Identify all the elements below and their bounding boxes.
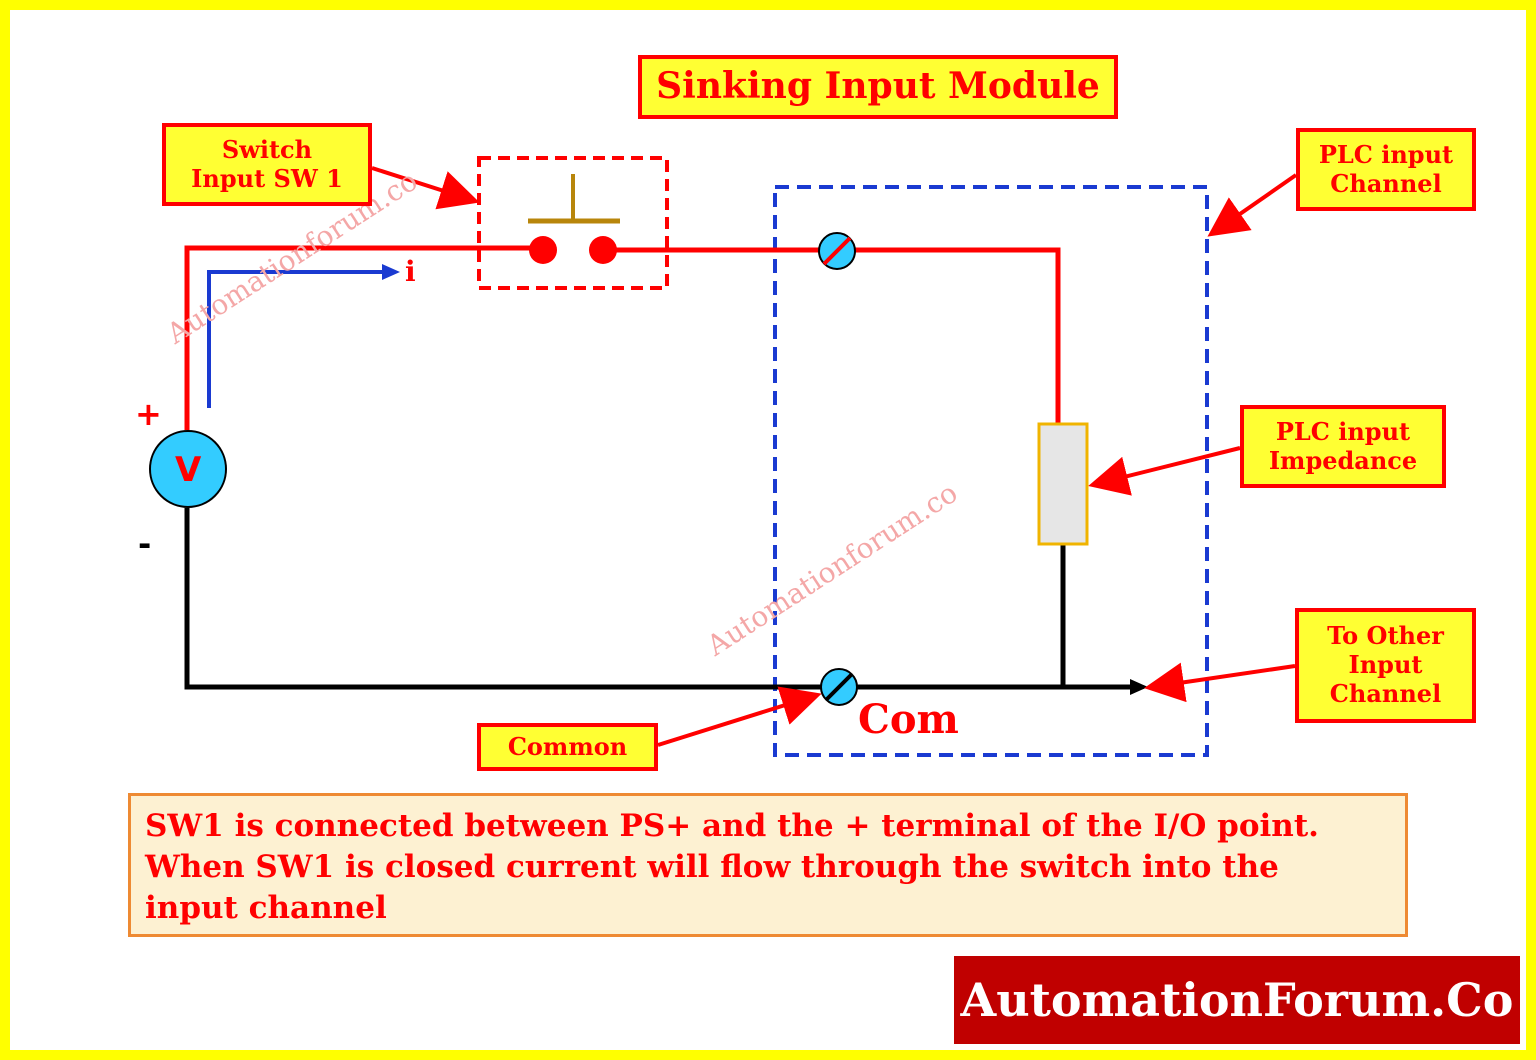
voltage-label: V [175, 450, 202, 490]
negative-wire [184, 508, 1063, 690]
note-line: When SW1 is closed current will flow thr… [145, 849, 1279, 885]
channel-label-line: PLC input [1318, 139, 1454, 169]
positive-wire-to-impedance [855, 247, 1061, 424]
switch-callout-arrow [371, 166, 480, 210]
other-input-channel-label: To Other Input Channel [1295, 608, 1476, 723]
input-impedance [1037, 422, 1089, 546]
switch-contact-left [529, 236, 557, 264]
input-terminal-slot [822, 236, 852, 266]
note-line: SW1 is connected between PS+ and the + t… [145, 808, 1319, 844]
com-label: Com [858, 696, 959, 743]
channel-callout-arrow [1207, 173, 1298, 237]
negative-sign: - [138, 525, 152, 563]
brand-logo: AutomationForum.Co [954, 956, 1520, 1044]
other-label-line: Channel [1329, 678, 1442, 708]
explanation-note: SW1 is connected between PS+ and the + t… [128, 793, 1408, 937]
plc-input-impedance-label: PLC input Impedance [1240, 405, 1446, 488]
other-label-line: Input [1348, 650, 1423, 680]
switch-boundary [477, 156, 669, 290]
positive-sign: + [135, 395, 162, 433]
impedance-label-line: Impedance [1268, 445, 1418, 475]
impedance-label-line: PLC input [1275, 416, 1411, 446]
diagram-title: Sinking Input Module [638, 55, 1118, 119]
other-label-line: To Other [1327, 621, 1444, 651]
voltage-source [149, 430, 227, 508]
current-arrowhead [382, 264, 400, 280]
positive-wire-left [184, 245, 543, 430]
common-callout-arrow [657, 686, 822, 747]
switch-label-line: Switch [221, 134, 313, 164]
plc-module-boundary [773, 185, 1209, 757]
switch-contact-right [589, 236, 617, 264]
plc-input-channel-label: PLC input Channel [1296, 128, 1476, 211]
current-arrow [207, 270, 384, 408]
to-other-channel-arrowhead [1130, 679, 1148, 695]
common-label: Common [477, 723, 658, 771]
channel-label-line: Channel [1330, 168, 1442, 198]
diagram-canvas: Automationforum.co Automationforum.co + … [10, 10, 1526, 1050]
common-terminal-slot [824, 672, 854, 702]
circuit-diagram [149, 156, 1298, 757]
switch-input-label: Switch Input SW 1 [162, 123, 372, 206]
note-line: input channel [145, 890, 387, 926]
switch-label-line: Input SW 1 [191, 163, 343, 193]
other-channel-callout-arrow [1144, 662, 1296, 703]
current-label: i [405, 255, 416, 288]
impedance-callout-arrow [1088, 446, 1241, 496]
